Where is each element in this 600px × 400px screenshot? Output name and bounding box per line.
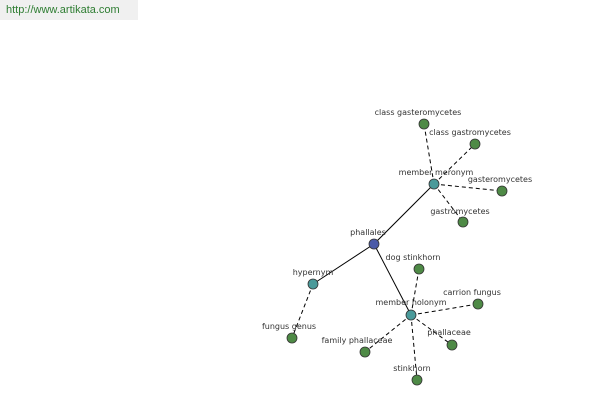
node-class-gasteromycetes[interactable]: class gasteromycetes [375, 108, 462, 130]
node-dot-hypernym[interactable] [307, 278, 319, 290]
node-dot-member-holonym[interactable] [405, 309, 417, 321]
node-carrion-fungus[interactable]: carrion fungus [443, 288, 501, 310]
node-label-family-phallaceae[interactable]: family phallaceae [322, 336, 393, 345]
edge-member-meronym-to-gasteromycetes [433, 183, 503, 192]
edge-member-holonym-to-dog-stinkhorn [410, 268, 420, 316]
node-dot-family-phallaceae[interactable] [359, 346, 371, 358]
edge-member-holonym-to-stinkhorn [410, 314, 418, 381]
node-gastromycetes[interactable]: gastromycetes [430, 207, 490, 228]
url-banner[interactable]: http://www.artikata.com [0, 0, 138, 20]
node-label-class-gastromycetes[interactable]: class gastromycetes [429, 128, 511, 137]
node-label-hypernym[interactable]: hypernym [293, 268, 334, 277]
node-label-class-gasteromycetes[interactable]: class gasteromycetes [375, 108, 462, 117]
node-phallaceae[interactable]: phallaceae [427, 328, 471, 351]
node-gasteromycetes[interactable]: gasteromycetes [468, 175, 532, 197]
node-label-stinkhorn[interactable]: stinkhorn [393, 364, 430, 373]
node-label-phallaceae[interactable]: phallaceae [427, 328, 471, 337]
edge-member-holonym-to-carrion-fungus [410, 303, 479, 316]
node-dot-gastromycetes[interactable] [457, 216, 469, 228]
node-label-fungus-genus[interactable]: fungus genus [262, 322, 316, 331]
node-family-phallaceae[interactable]: family phallaceae [322, 336, 393, 358]
node-dog-stinkhorn[interactable]: dog stinkhorn [385, 253, 441, 275]
edge-member-meronym-to-gastromycetes [433, 183, 464, 223]
node-member-holonym[interactable]: member holonym [375, 298, 447, 321]
edge-member-meronym-to-class-gastromycetes [433, 143, 476, 185]
edge-member-holonym-to-family-phallaceae [364, 314, 412, 353]
graph-edges [291, 123, 503, 381]
node-dot-carrion-fungus[interactable] [472, 298, 484, 310]
node-label-member-meronym[interactable]: member meronym [399, 168, 474, 177]
node-label-gastromycetes[interactable]: gastromycetes [430, 207, 489, 216]
node-stinkhorn[interactable]: stinkhorn [393, 364, 431, 386]
node-label-dog-stinkhorn[interactable]: dog stinkhorn [385, 253, 440, 262]
node-label-phallales[interactable]: phallales [350, 228, 386, 237]
node-dot-member-meronym[interactable] [428, 178, 440, 190]
node-member-meronym[interactable]: member meronym [399, 168, 474, 190]
edge-phallales-to-member-holonym [373, 243, 412, 316]
node-label-carrion-fungus[interactable]: carrion fungus [443, 288, 501, 297]
node-phallales[interactable]: phallales [350, 228, 386, 250]
node-class-gastromycetes[interactable]: class gastromycetes [429, 128, 511, 150]
edge-hypernym-to-fungus-genus [291, 283, 314, 339]
node-dot-dog-stinkhorn[interactable] [413, 263, 425, 275]
edge-phallales-to-hypernym [312, 243, 375, 285]
node-dot-gasteromycetes[interactable] [496, 185, 508, 197]
edge-phallales-to-member-meronym [373, 183, 435, 245]
node-dot-class-gasteromycetes[interactable] [418, 118, 430, 130]
node-label-member-holonym[interactable]: member holonym [375, 298, 446, 307]
node-label-gasteromycetes[interactable]: gasteromycetes [468, 175, 532, 184]
node-dot-stinkhorn[interactable] [411, 374, 423, 386]
graph-nodes: phallales member meronym hypernym member ho… [262, 108, 532, 386]
node-hypernym[interactable]: hypernym [293, 268, 334, 290]
node-dot-phallaceae[interactable] [446, 339, 458, 351]
edge-member-meronym-to-class-gasteromycetes [423, 123, 435, 185]
node-dot-fungus-genus[interactable] [286, 332, 298, 344]
node-dot-phallales[interactable] [368, 238, 380, 250]
node-dot-class-gastromycetes[interactable] [469, 138, 481, 150]
node-fungus-genus[interactable]: fungus genus [262, 322, 316, 344]
edge-member-holonym-to-phallaceae [410, 314, 453, 346]
